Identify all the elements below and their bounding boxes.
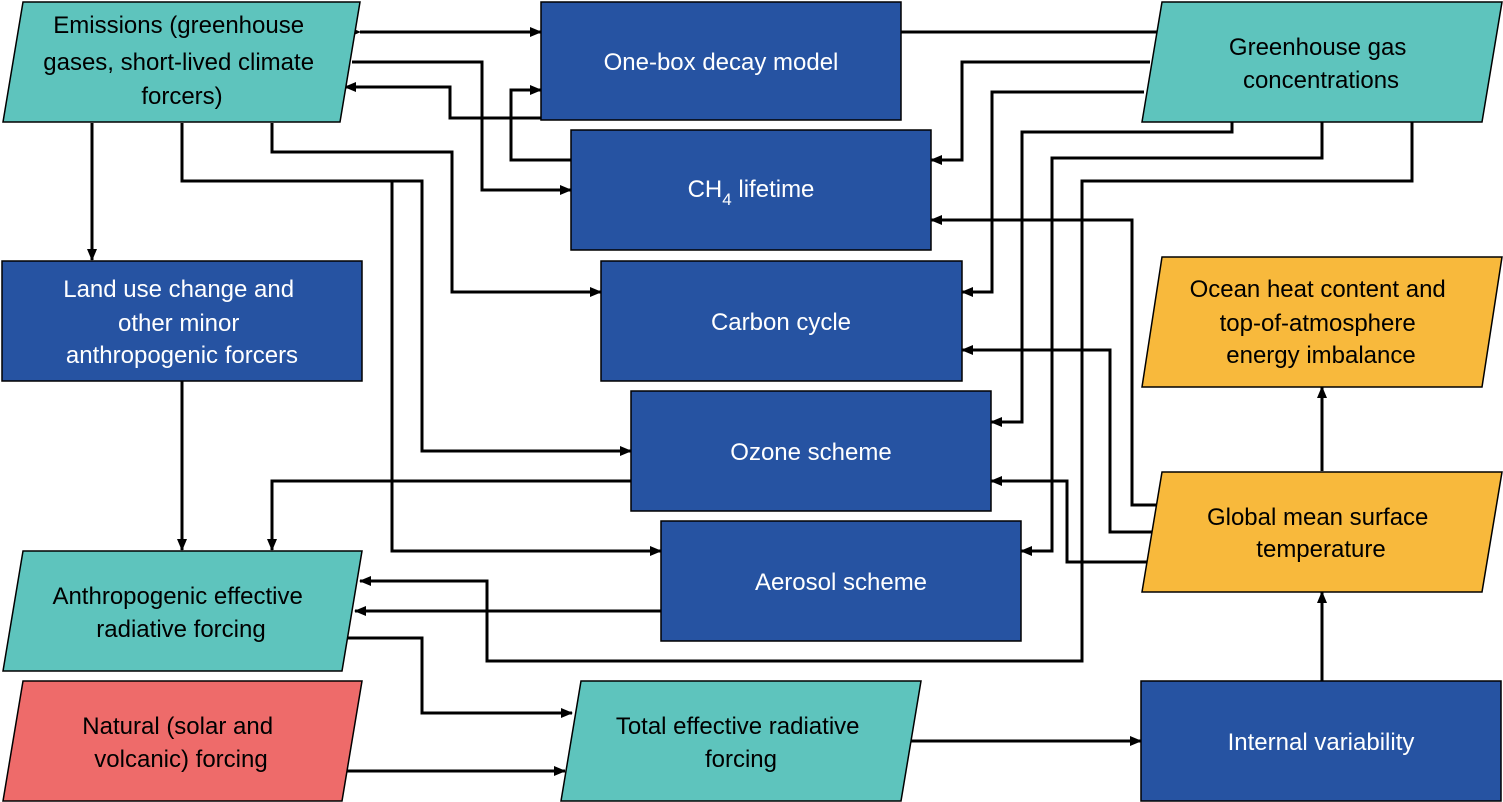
arrow-ghg-carbon [961, 90, 1144, 297]
node-ch4-lifetime: CH4 lifetime [570, 129, 932, 251]
connectors [87, 27, 1414, 776]
natural-label-line-1: Natural (solar and [82, 713, 273, 740]
gmst-label-line-1: Global mean surface [1207, 504, 1428, 531]
land-use-label-line-2: other minor [118, 310, 239, 337]
arrow-ozone-anthroerf [267, 479, 631, 551]
arrow-anthroerf-totalerf [347, 636, 573, 718]
node-one-box-decay-model: One-box decay model [540, 1, 902, 121]
node-natural-forcing: Natural (solar and volcanic) forcing [2, 680, 363, 802]
ocean-label-line-1: Ocean heat content and [1190, 276, 1446, 303]
node-global-mean-surface-temperature: Global mean surface temperature [1141, 471, 1503, 593]
emissions-label-line-1: Emissions (greenhouse [53, 12, 304, 39]
ch4-label-rest: lifetime [732, 176, 815, 203]
anthro-erf-label-line-2: radiative forcing [96, 616, 265, 643]
gmst-label-line-2: temperature [1256, 536, 1385, 563]
node-aerosol-scheme: Aerosol scheme [660, 520, 1022, 642]
node-total-erf: Total effective radiative forcing [560, 680, 922, 802]
svg-text:Land use change and othe: Land use change and other minor anthropo… [63, 276, 301, 369]
ghg-label-line-2: concentrations [1243, 67, 1399, 94]
svg-text:Total effective radiative: Total effective radiative forcing [616, 713, 866, 773]
emissions-label-line-2: gases, short-lived climate [43, 49, 314, 76]
ocean-label-line-2: top-of-atmosphere [1220, 310, 1416, 337]
svg-text:Ocean heat content and t: Ocean heat content and top-of-atmosphere… [1190, 276, 1453, 369]
ghg-label-line-1: Greenhouse gas [1229, 34, 1406, 61]
svg-text:Natural (solar and volca: Natural (solar and volcanic) forcing [82, 713, 279, 773]
land-use-label-line-1: Land use change and [63, 276, 294, 303]
aerosol-label: Aerosol scheme [755, 569, 927, 596]
natural-label-line-2: volcanic) forcing [94, 746, 267, 773]
node-anthropogenic-erf: Anthropogenic effective radiative forcin… [2, 550, 363, 672]
node-emissions: Emissions (greenhouse gases, short-lived… [2, 1, 361, 123]
node-ozone-scheme: Ozone scheme [630, 390, 992, 512]
svg-text:Internal variability: Internal variability [1228, 729, 1415, 756]
node-internal-variability: Internal variability [1140, 680, 1502, 802]
arrow-ghg-ozone [990, 122, 1234, 427]
land-use-label-line-3: anthropogenic forcers [66, 342, 298, 369]
node-greenhouse-gas-concentrations: Greenhouse gas concentrations [1141, 1, 1503, 123]
arrow-emissions-ozone [180, 123, 632, 456]
arrow-emissions-aerosol [390, 181, 662, 556]
ch4-label-main: CH [688, 176, 723, 203]
total-erf-label-line-1: Total effective radiative [616, 713, 860, 740]
svg-text:Anthropogenic effective: Anthropogenic effective radiative forcin… [52, 583, 309, 643]
svg-text:Greenhouse gas concentra: Greenhouse gas concentrations [1229, 34, 1413, 94]
ozone-label: Ozone scheme [730, 439, 891, 466]
ocean-label-line-3: energy imbalance [1226, 342, 1415, 369]
arrow-gmst-carbon [961, 345, 1153, 534]
node-land-use-change: Land use change and other minor anthropo… [1, 260, 363, 382]
anthro-erf-label-line-1: Anthropogenic effective [52, 583, 302, 610]
arrow-ghg-aerosol [1020, 122, 1324, 556]
carbon-cycle-label: Carbon cycle [711, 309, 851, 336]
svg-text:Emissions (greenhouse ga: Emissions (greenhouse gases, short-lived… [43, 12, 320, 110]
arrow-emissions-ch4 [352, 60, 572, 195]
svg-text:Aerosol scheme: Aerosol scheme [755, 569, 927, 596]
svg-text:CH4 lifetime: CH4 lifetime [688, 176, 815, 209]
arrow-onebox-emissions [344, 82, 541, 120]
internal-variability-label: Internal variability [1228, 729, 1415, 756]
svg-text:One-box decay model: One-box decay model [604, 49, 839, 76]
node-carbon-cycle: Carbon cycle [600, 260, 963, 382]
svg-text:Carbon cycle: Carbon cycle [711, 309, 851, 336]
emissions-label-line-3: forcers) [141, 83, 222, 110]
node-ocean-heat-content: Ocean heat content and top-of-atmosphere… [1141, 256, 1503, 388]
svg-text:Ozone scheme: Ozone scheme [730, 439, 891, 466]
arrow-gmst-ozone [990, 476, 1150, 564]
total-erf-label-line-2: forcing [705, 746, 777, 773]
ch4-label-subscript: 4 [722, 190, 731, 209]
svg-text:Global mean surface temp: Global mean surface temperature [1207, 504, 1435, 563]
arrow-ghg-ch4 [930, 60, 1150, 165]
one-box-label: One-box decay model [604, 49, 839, 76]
arrow-ch4-onebox [509, 85, 571, 162]
arrow-emissions-carbon [270, 123, 602, 297]
arrow-gmst-ch4 [930, 215, 1156, 507]
arrow-ghg-anthroerf [359, 122, 1414, 663]
